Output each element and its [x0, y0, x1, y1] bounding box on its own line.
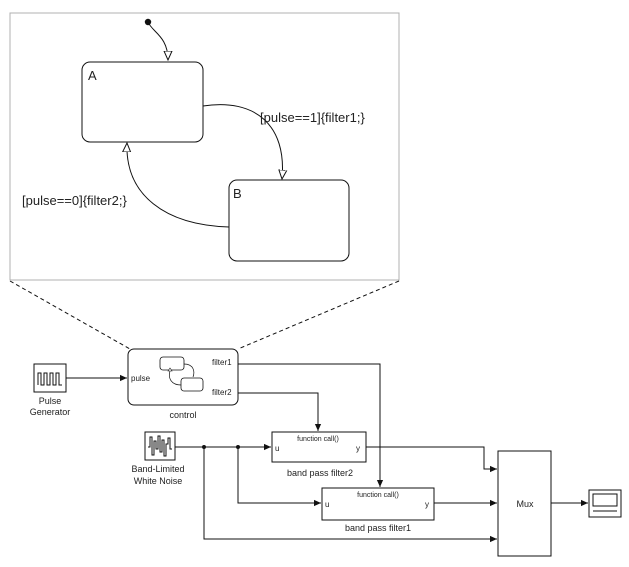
mux-label: Mux: [516, 499, 534, 509]
default-transition: [147, 21, 168, 60]
filter2-label: band pass filter2: [287, 468, 353, 478]
zoom-leader-left: [9, 280, 131, 350]
zoom-leader-right: [237, 280, 400, 350]
state-a[interactable]: [81, 61, 204, 143]
filter1-label: band pass filter1: [345, 523, 411, 533]
band-pass-filter2-block[interactable]: [271, 431, 367, 463]
signal-filter1-trigger: [238, 363, 384, 487]
transition-a-to-b-label: [pulse==1]{filter1;}: [260, 110, 365, 125]
signal-filter2-trigger: [238, 392, 322, 431]
filter2-port-u: u: [275, 444, 279, 453]
filter2-port-y: y: [356, 444, 360, 453]
pulse-wave-icon: [37, 372, 62, 386]
band-pass-filter1-block[interactable]: [321, 487, 435, 521]
control-label: control: [169, 410, 196, 420]
signal-filter2-to-mux: [366, 446, 497, 473]
noise-wave-icon: [148, 435, 172, 457]
transition-a-to-b[interactable]: [202, 104, 283, 179]
transition-b-to-a-label: [pulse==0]{filter2;}: [22, 193, 127, 208]
control-out-filter1: filter1: [212, 358, 232, 367]
filter1-port-y: y: [425, 500, 429, 509]
filter1-header: function call(): [357, 492, 399, 499]
noise-label-1: Band-Limited: [131, 464, 184, 474]
mini-chart-icon: [159, 356, 204, 392]
control-in-pulse: pulse: [131, 374, 151, 383]
filter1-port-u: u: [325, 500, 329, 509]
control-chart-block[interactable]: [127, 348, 239, 406]
signal-noise-to-filter1: [237, 447, 321, 507]
state-b-label: B: [233, 186, 242, 201]
transition-b-to-a[interactable]: [127, 143, 230, 228]
state-b[interactable]: [228, 179, 350, 262]
scope-icon: [592, 493, 618, 512]
pulse-generator-label-1: Pulse: [39, 396, 62, 406]
pulse-generator-label-2: Generator: [30, 407, 71, 417]
signal-noise-to-mux: [203, 447, 497, 543]
noise-label-2: White Noise: [134, 476, 183, 486]
control-out-filter2: filter2: [212, 388, 232, 397]
state-a-label: A: [88, 68, 97, 83]
filter2-header: function call(): [297, 436, 339, 443]
